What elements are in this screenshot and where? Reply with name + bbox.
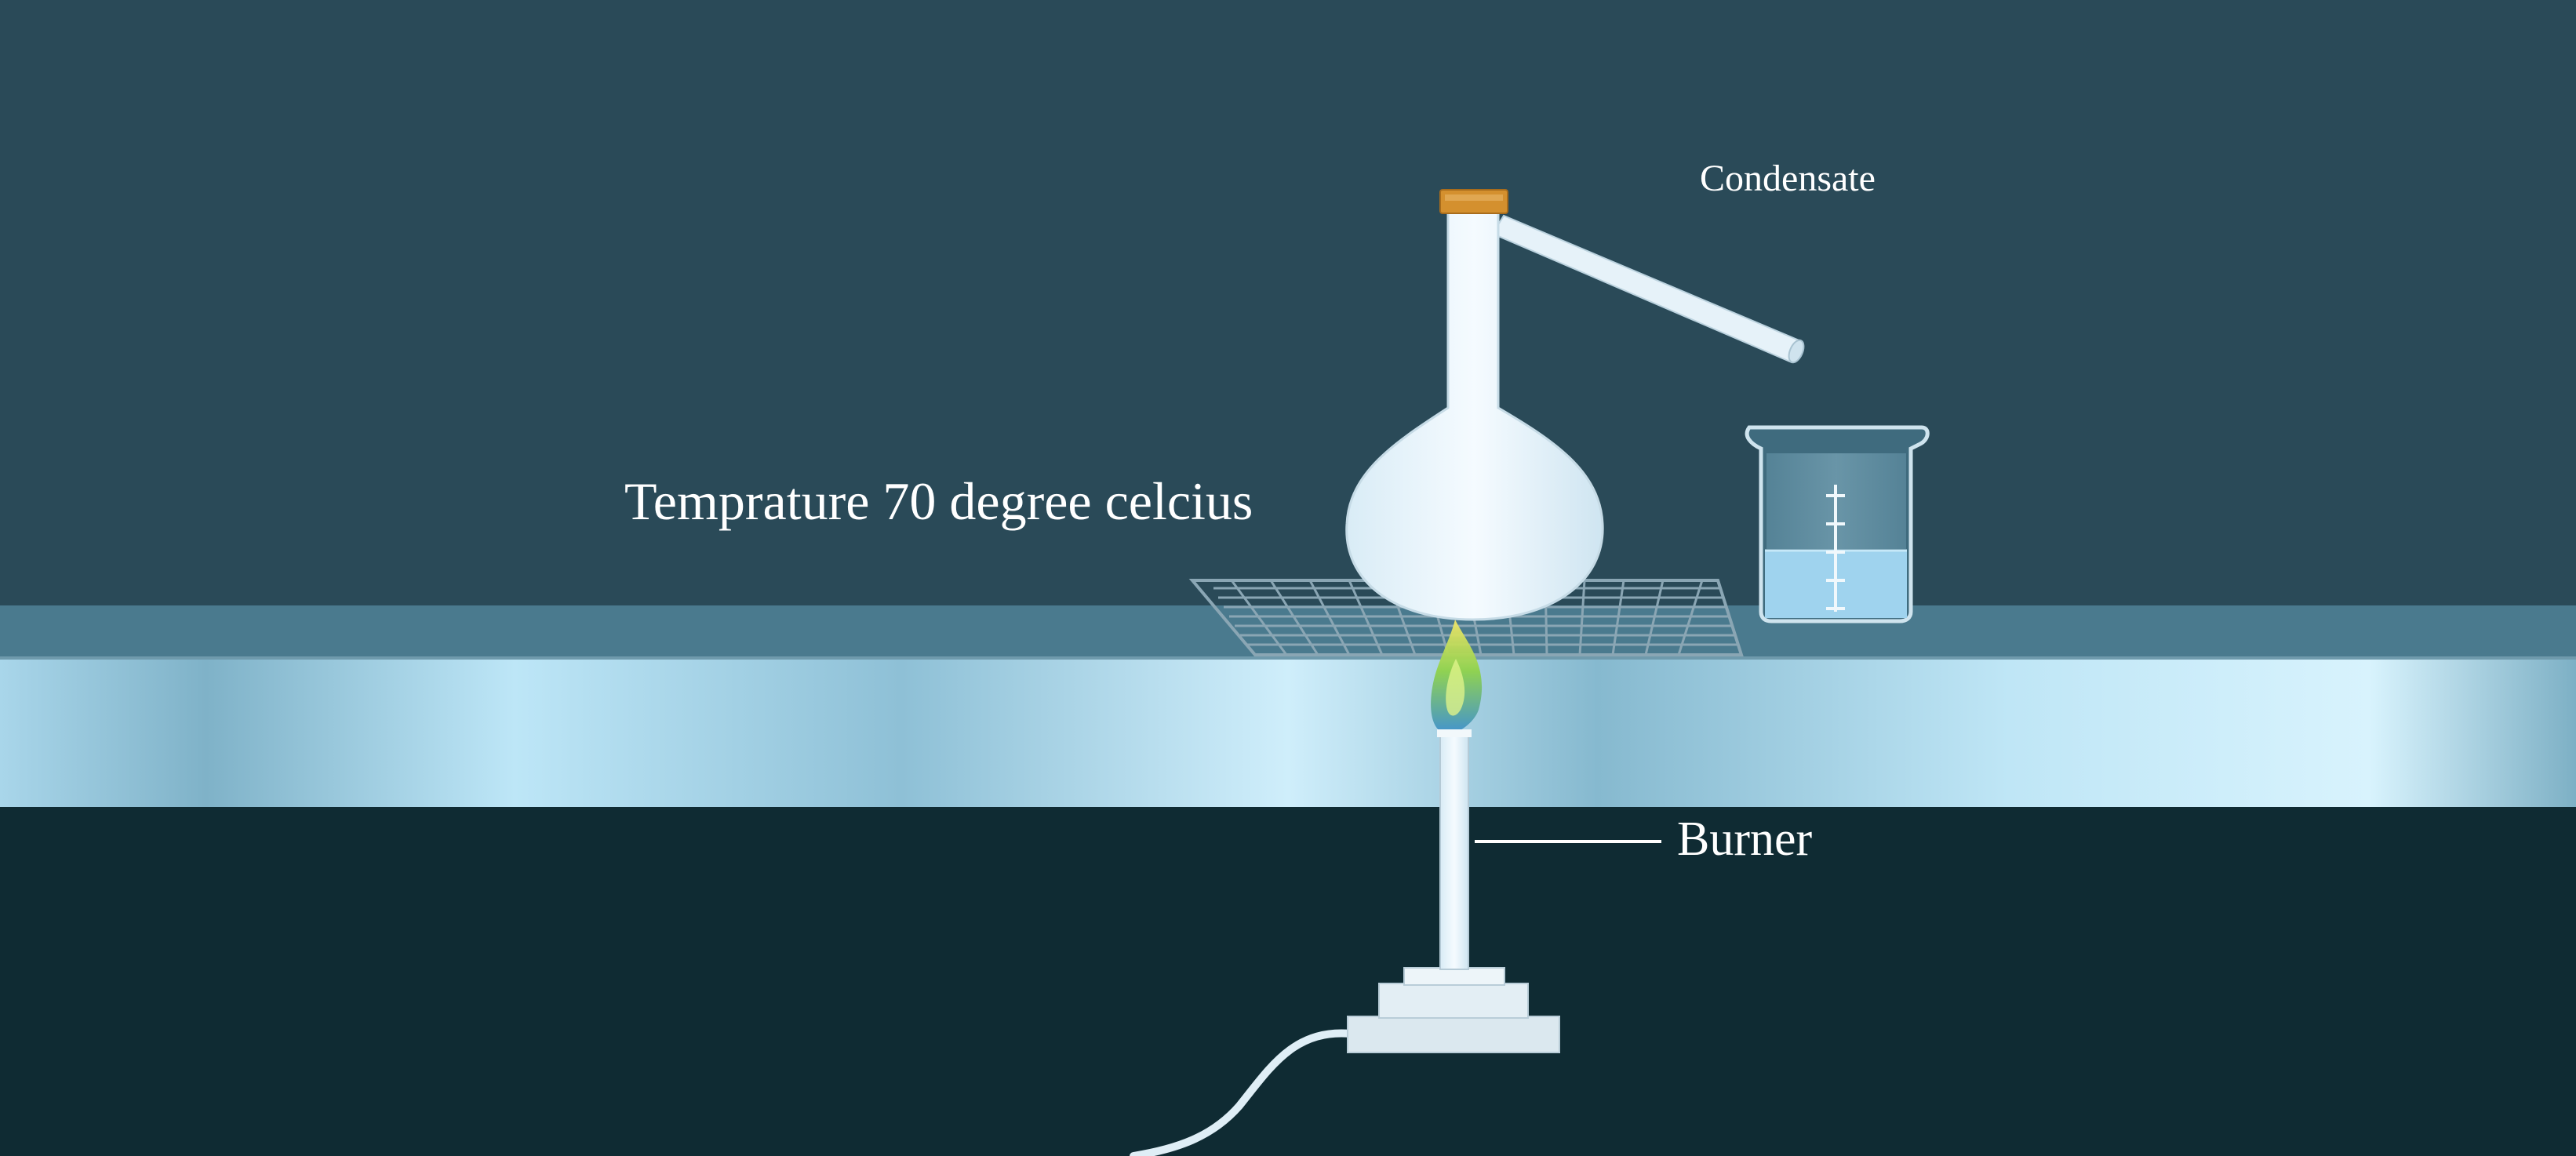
counter-band bbox=[0, 660, 2576, 807]
temperature-label: Temprature 70 degree celcius bbox=[624, 471, 1253, 531]
flask-stopper bbox=[1439, 189, 1508, 214]
flame-inner bbox=[1446, 659, 1465, 716]
distillation-flask bbox=[1345, 189, 1604, 621]
beaker bbox=[1745, 425, 1930, 623]
burner-label: Burner bbox=[1677, 812, 1813, 866]
floor-background bbox=[0, 807, 2576, 1156]
wall-background bbox=[0, 0, 2576, 608]
shelf-surface bbox=[0, 605, 2576, 659]
bunsen-burner bbox=[1130, 729, 1560, 1156]
gas-tube bbox=[1130, 1029, 1355, 1156]
condensate-label: Condensate bbox=[1700, 158, 1876, 199]
delivery-tube bbox=[1491, 214, 1805, 364]
burner-barrel bbox=[1439, 733, 1469, 970]
